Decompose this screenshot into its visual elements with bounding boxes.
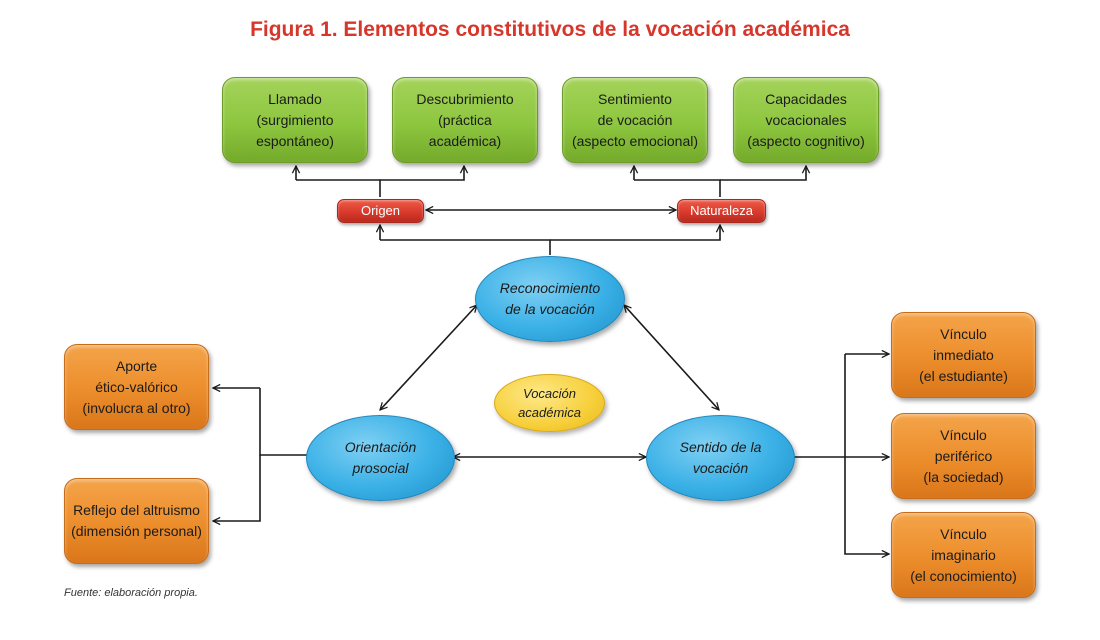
recognition-orientation-double-arrow bbox=[380, 305, 477, 410]
nature-to-capacidades-arrow bbox=[720, 166, 806, 181]
recognition-stem-line bbox=[380, 239, 551, 255]
box-vinculo-imaginario: Vínculo imaginario (el conocimiento) bbox=[891, 512, 1036, 598]
box-capacidades: Capacidades vocacionales (aspecto cognit… bbox=[733, 77, 879, 163]
node-orientacion: Orientación prosocial bbox=[306, 415, 455, 501]
nature-label: Naturaleza bbox=[677, 199, 766, 223]
origin-label: Origen bbox=[337, 199, 424, 223]
box-vinculo-periferico: Vínculo periférico (la sociedad) bbox=[891, 413, 1036, 499]
box-descubrimiento: Descubrimiento (práctica académica) bbox=[392, 77, 538, 163]
figure-title: Figura 1. Elementos constitutivos de la … bbox=[250, 18, 850, 41]
recognition-to-nature-arrow bbox=[550, 225, 720, 241]
meaning-branch-line bbox=[794, 354, 846, 458]
box-vinculo-inmediato: Vínculo inmediato (el estudiante) bbox=[891, 312, 1036, 398]
node-sentido: Sentido de la vocación bbox=[646, 415, 795, 501]
origin-branch-line bbox=[296, 179, 381, 197]
orientation-to-reflejo-arrow bbox=[213, 455, 261, 521]
source-note: Fuente: elaboración propia. bbox=[64, 587, 198, 599]
origin-to-descubrimiento-arrow bbox=[380, 166, 464, 181]
box-sentimiento: Sentimiento de vocación (aspecto emocion… bbox=[562, 77, 708, 163]
recognition-meaning-double-arrow bbox=[624, 305, 719, 410]
box-reflejo: Reflejo del altruismo (dimensión persona… bbox=[64, 478, 209, 564]
node-vocacion-academica: Vocación académica bbox=[494, 374, 605, 432]
meaning-to-imaginario-arrow bbox=[844, 457, 889, 554]
box-aporte: Aporte ético-valórico (involucra al otro… bbox=[64, 344, 209, 430]
nature-branch-line bbox=[634, 179, 721, 197]
orientation-branch-line bbox=[259, 388, 307, 456]
box-llamado: Llamado (surgimiento espontáneo) bbox=[222, 77, 368, 163]
node-reconocimiento: Reconocimiento de la vocación bbox=[475, 256, 625, 342]
